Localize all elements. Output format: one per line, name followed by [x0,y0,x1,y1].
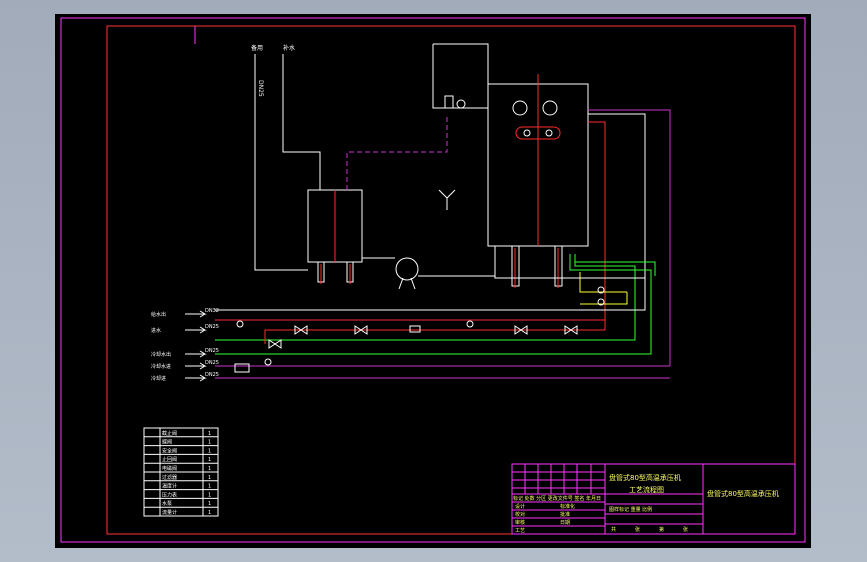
legend-row-count: 1 [208,501,211,507]
title-block-left-cell: 工艺 [515,528,525,534]
title-block-left-cell: 审核 [515,519,525,526]
legend-row-label: 压力表 [162,491,177,498]
title-block-mid-cell: 标准化 [560,503,575,510]
safety-valve-icon [444,95,454,109]
side-label-1: 给水出 [151,311,166,318]
process-flow-diagram: 备用 补水 DN25 [60,17,806,543]
legend-row-label: 温度计 [162,483,177,490]
stage-row: 图样标记 重量 比例 [609,506,652,513]
top-label-spare: 备用 [251,44,263,52]
thermometer-icon [456,99,466,109]
legend-row-count: 1 [208,448,211,454]
valve-group [234,320,578,373]
title-block-sheet-cell: 第 [659,526,664,533]
legend-row-label: 安全阀 [162,447,177,454]
title-line-1: 盘管式80型高温承压机 [609,473,681,482]
green-cooling-pipe-2 [215,254,636,341]
title-block-mid-cell: 批准 [560,511,570,518]
legend-row-count: 1 [208,475,211,481]
right-title: 盘管式80型高温承压机 [707,489,779,498]
legend-row-label: 过滤器 [162,474,177,481]
white-outlet-pipe [588,113,646,304]
legend-row-label: 水泵 [162,500,172,507]
top-label-makeup: 补水 [283,44,295,52]
side-label-5: 冷却进 [151,375,166,382]
legend-row-count: 1 [208,484,211,490]
drawing-sheet: 备用 补水 DN25 [55,14,811,548]
gauge-left-icon [512,100,528,116]
legend-row-label: 截止阀 [162,430,177,437]
vent-dashed-line [346,114,448,190]
green-cooling-pipe-1 [215,254,652,355]
legend-row-label: 蝶阀 [162,439,172,446]
white-discharge-pipe [215,246,646,311]
legend-row-count: 1 [208,492,211,498]
red-return-pipe [264,320,606,344]
pipe-label-3: DN25 [205,348,219,354]
legend-row-count: 1 [208,510,211,516]
dn-label: DN25 [257,80,264,97]
top-loop-pipe [432,44,465,109]
circulation-pump [395,257,419,281]
title-block-left-cell: 校对 [515,511,525,518]
title-block-mid-cell: 日期 [560,520,570,526]
control-panel [515,126,561,140]
pipe-label-4: DN25 [205,360,219,366]
pipe-label-5: DN25 [205,372,219,378]
magenta-return-pipe [588,109,671,366]
title-line-2: 工艺流程图 [629,485,664,494]
pipe-arrows [185,310,670,382]
drawing-frame [106,25,796,535]
pipe-label-1: DN32 [205,308,219,314]
sign-row: 标记 处数 分区 更改文件号 签名 年月日 [513,495,601,502]
legend-row-count: 1 [208,440,211,446]
pump-discharge [418,254,496,277]
title-block-left-cell: 设计 [515,503,525,510]
drain-funnel [438,189,456,199]
legend-row-count: 1 [208,457,211,463]
title-block [511,463,796,535]
legend-table: 截止阀 1 蝶阀 1 安全阀 1 止回阀 1 电磁阀 1 过滤器 1 温度计 1 压力表 1 水泵 1 流量计 1 [143,427,219,517]
title-block-sheet-cell: 张 [683,526,688,533]
legend-row-label: 电磁阀 [162,465,177,472]
side-label-2: 进水 [151,327,161,334]
title-block-sheet-cell: 共 [611,526,616,533]
red-supply-pipe [215,121,606,321]
legend-row-label: 流量计 [162,509,177,516]
legend-row-label: 止回阀 [162,456,177,463]
title-block-sheet-cell: 张 [635,526,640,533]
side-label-3: 冷却水出 [151,351,171,358]
side-label-4: 冷却水进 [151,363,171,370]
legend-row-count: 1 [208,431,211,437]
spare-pipe [282,54,321,190]
pipe-label-2: DN25 [205,324,219,330]
legend-row-count: 1 [208,466,211,472]
gauge-right-icon [542,100,558,116]
makeup-pipe [254,54,308,271]
sheet-border [60,17,806,543]
yellow-bypass-pipe [579,272,627,293]
